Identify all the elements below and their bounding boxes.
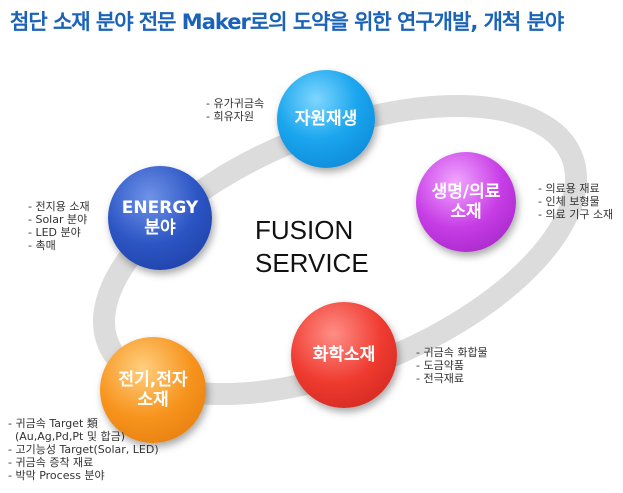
- node-energy-label-2: 분야: [144, 218, 176, 238]
- node-bio-medical: 생명/의료 소재: [416, 152, 516, 252]
- list-item: - 전지용 소재: [28, 200, 90, 213]
- center-line-2: SERVICE: [255, 248, 369, 278]
- list-item: - 의료 기구 소재: [538, 208, 614, 221]
- node-chemical-label: 화학소재: [312, 344, 376, 365]
- electronic-items: - 귀금속 Target 類 (Au,Ag,Pd,Pt 및 합금) - 고기능성…: [8, 417, 159, 482]
- node-chemical: 화학소재: [291, 302, 397, 408]
- node-electronic-label-1: 전기,전자: [118, 369, 188, 390]
- list-item: - 의료용 재료: [538, 182, 600, 195]
- list-item: - 전극재료: [416, 372, 464, 385]
- list-item: - 귀금속 Target 類: [8, 417, 98, 430]
- fusion-service-label: FUSION SERVICE: [255, 214, 369, 280]
- node-energy: ENERGY 분야: [108, 166, 212, 270]
- node-bio-label-1: 생명/의료: [431, 181, 501, 202]
- node-recycling: 자원재생: [277, 70, 375, 168]
- list-item: - 귀금속 화합물: [416, 346, 488, 359]
- energy-items: - 전지용 소재 - Solar 분야 - LED 분야 - 촉매: [28, 200, 90, 252]
- list-item: - 유가귀금속: [206, 97, 265, 110]
- list-item: - 귀금속 증착 재료: [8, 456, 94, 469]
- list-item: - Solar 분야: [28, 213, 88, 226]
- list-item: - 희유자원: [206, 110, 254, 123]
- node-electronic: 전기,전자 소재: [100, 337, 206, 443]
- bio-items: - 의료용 재료 - 인체 보형물 - 의료 기구 소재: [538, 182, 613, 221]
- node-energy-label-1: ENERGY: [121, 197, 199, 218]
- list-item: - 촉매: [28, 239, 56, 252]
- node-recycling-label: 자원재생: [294, 108, 358, 129]
- list-item: - 도금약품: [416, 359, 464, 372]
- list-item: - 고기능성 Target(Solar, LED): [8, 443, 159, 456]
- center-line-1: FUSION: [255, 215, 354, 245]
- node-electronic-label-2: 소재: [137, 390, 169, 410]
- list-item: - LED 분야: [28, 226, 81, 239]
- chemical-items: - 귀금속 화합물 - 도금약품 - 전극재료: [416, 346, 488, 385]
- node-bio-label-2: 소재: [450, 202, 482, 222]
- list-item: - 박막 Process 분야: [8, 469, 105, 482]
- recycling-items: - 유가귀금속 - 희유자원: [206, 97, 264, 123]
- page-title: 첨단 소재 분야 전문 Maker로의 도약을 위한 연구개발, 개척 분야: [10, 10, 564, 34]
- list-item: (Au,Ag,Pd,Pt 및 합금): [8, 430, 125, 443]
- list-item: - 인체 보형물: [538, 195, 600, 208]
